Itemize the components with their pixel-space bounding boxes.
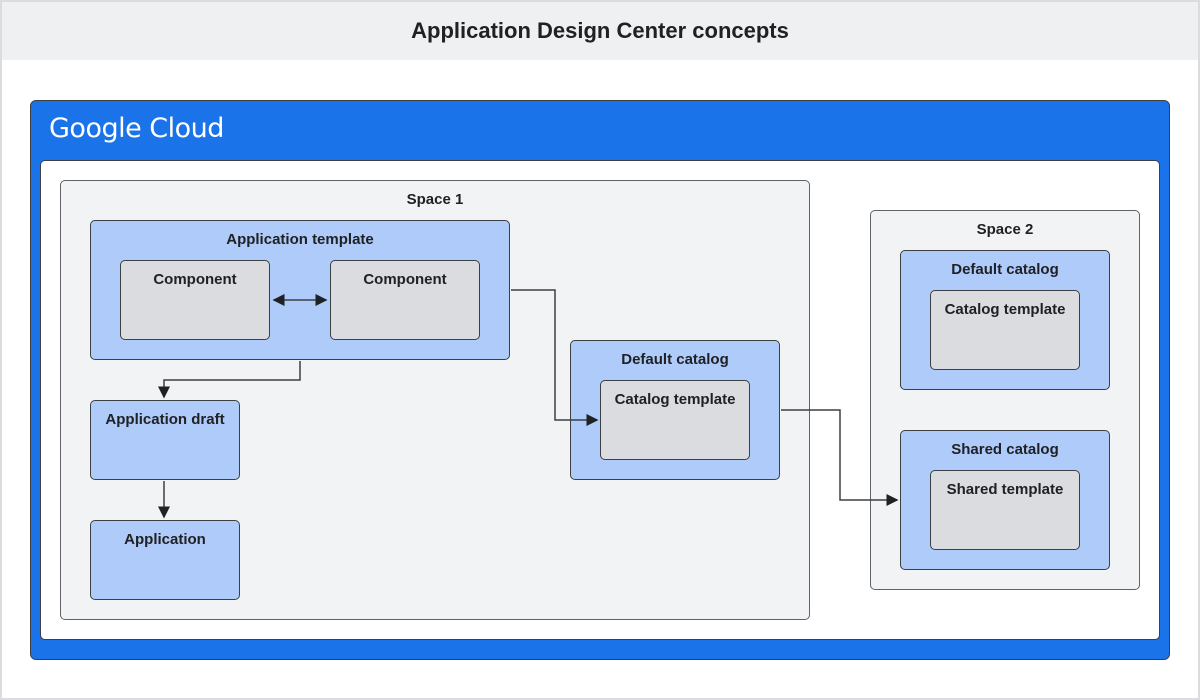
space-2-label: Space 2	[976, 221, 1034, 238]
shared-catalog-label: Shared catalog	[951, 441, 1059, 458]
catalog-template-label: Catalog template	[614, 391, 736, 408]
application-template-label: Application template	[226, 231, 374, 248]
space-1-catalog-template: Catalog template	[600, 380, 750, 460]
shared-template-label: Shared template	[946, 481, 1064, 498]
application-label: Application	[124, 531, 206, 548]
google-cloud-logo: Google Cloud	[49, 113, 224, 144]
catalog-to-shared-arrow	[781, 409, 899, 506]
component-a: Component	[120, 260, 270, 340]
space-2-catalog-template: Catalog template	[930, 290, 1080, 370]
application-draft-label: Application draft	[105, 411, 225, 428]
application: Application	[90, 520, 240, 600]
shared-template: Shared template	[930, 470, 1080, 550]
default-catalog-label: Default catalog	[621, 351, 729, 368]
catalog-template-label: Catalog template	[944, 301, 1066, 318]
diagram-title: Application Design Center concepts	[2, 2, 1198, 60]
component-b: Component	[330, 260, 480, 340]
template-to-catalog-arrow	[511, 289, 599, 426]
application-draft: Application draft	[90, 400, 240, 480]
template-to-draft-arrow	[158, 361, 301, 399]
space-1-label: Space 1	[406, 191, 464, 208]
component-a-label: Component	[153, 271, 237, 288]
default-catalog-label: Default catalog	[951, 261, 1059, 278]
component-b-label: Component	[363, 271, 447, 288]
